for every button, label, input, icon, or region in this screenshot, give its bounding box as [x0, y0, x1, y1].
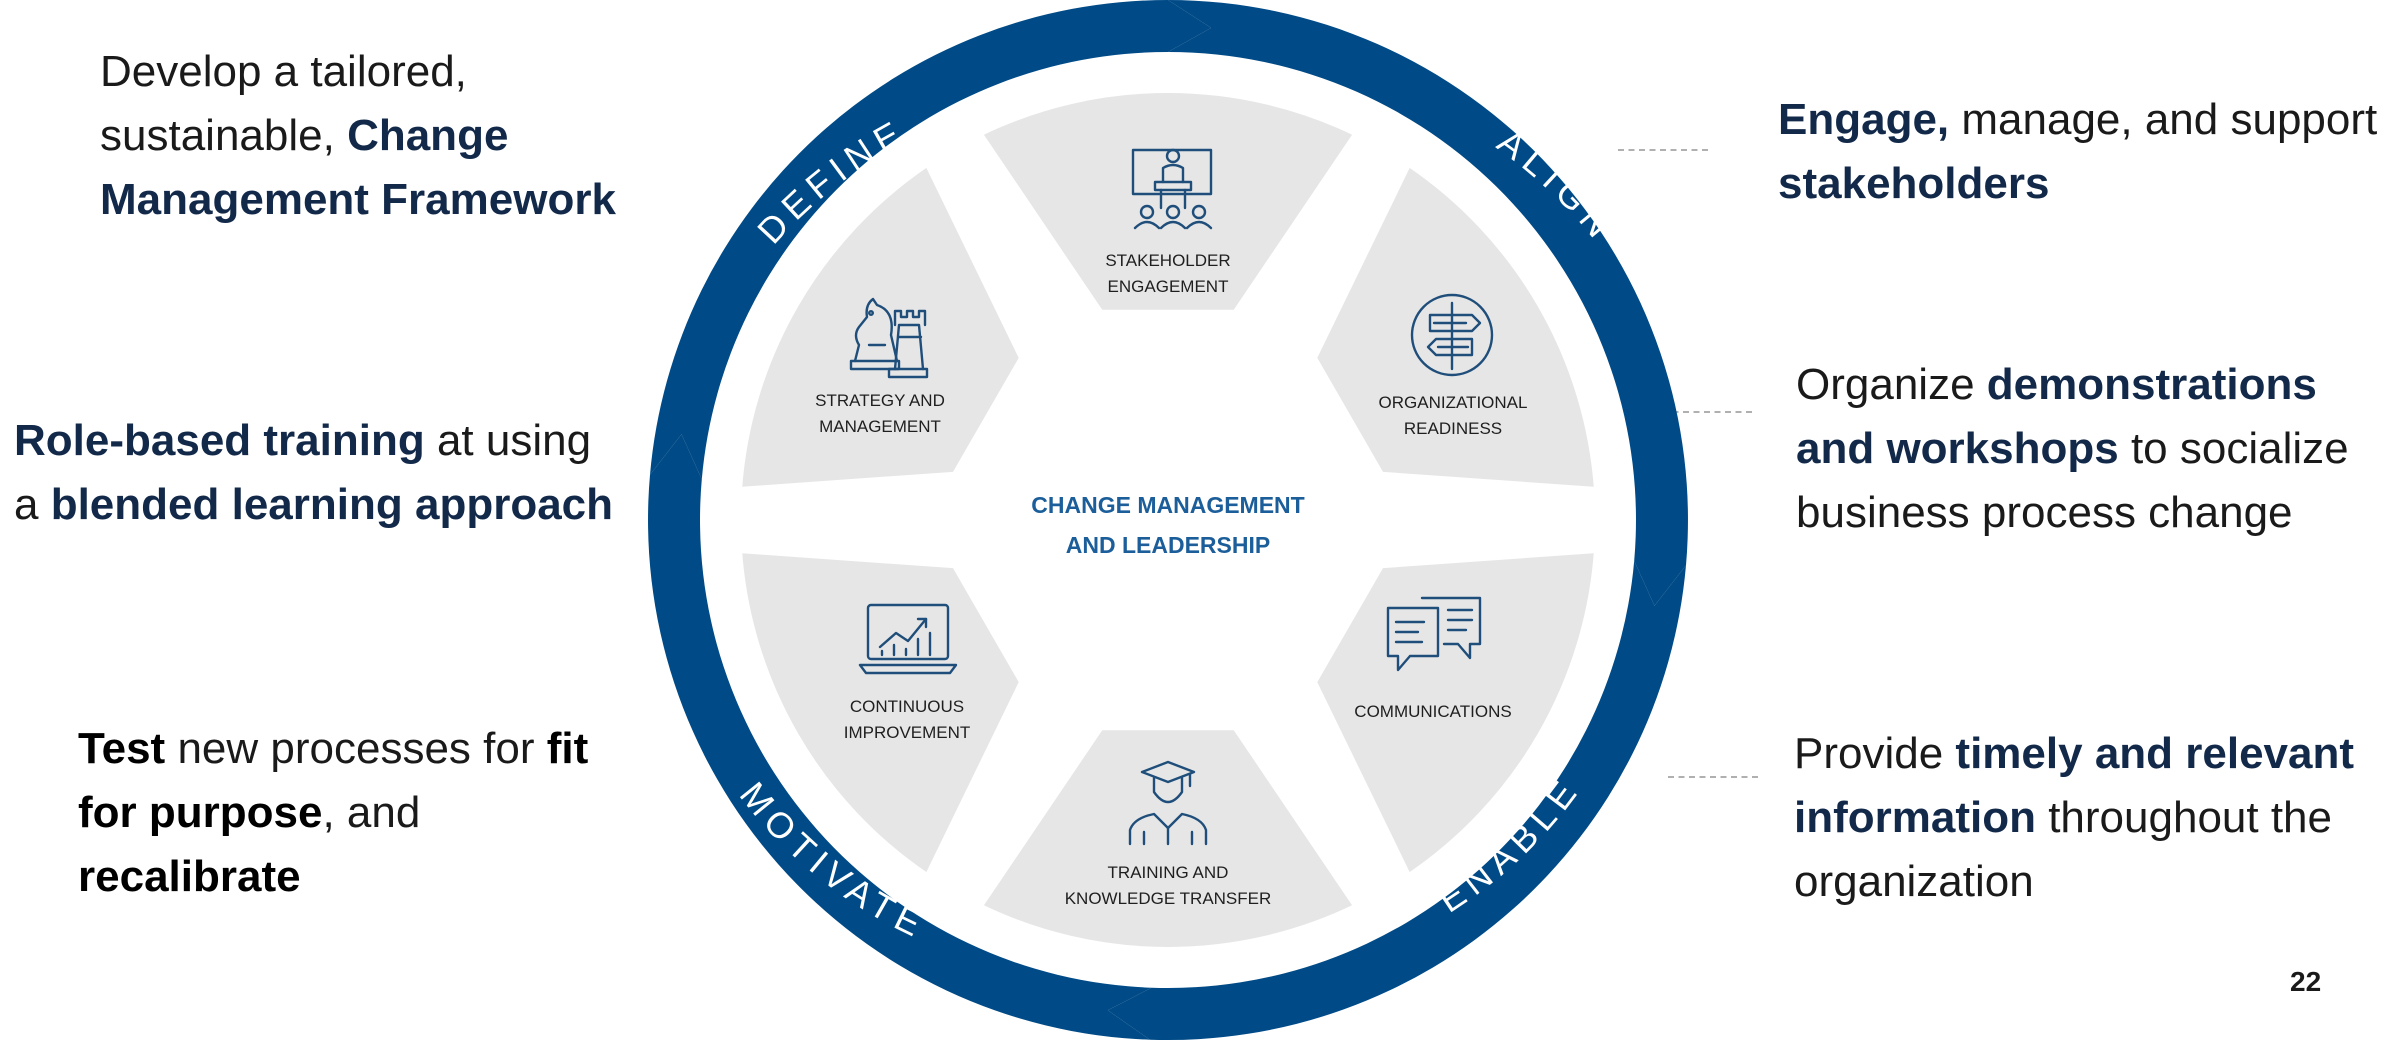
training-note: Role-based training at using a blended l… — [14, 409, 613, 537]
note-keyword: Test — [78, 724, 166, 773]
segment-communications — [1310, 547, 1600, 880]
note-keyword: information — [1794, 793, 2036, 842]
note-text: Develop a tailored, — [100, 47, 467, 96]
segment-label: READINESS — [1404, 419, 1502, 438]
segment-organizational-readiness — [1310, 160, 1600, 493]
segment-label: STAKEHOLDER — [1105, 251, 1230, 270]
ring-arc-define — [650, 0, 1212, 480]
segment-label: STRATEGY AND — [815, 391, 945, 410]
ring-arc-enable — [1107, 560, 1686, 1041]
note-text: a — [14, 480, 51, 529]
presentation-icon — [1131, 148, 1213, 230]
note-text: organization — [1794, 857, 2034, 906]
note-keyword: blended learning approach — [50, 480, 614, 529]
note-text: at using — [424, 416, 592, 465]
engage-note: Engage, manage, and support stakeholders — [1778, 88, 2377, 216]
define-note: Develop a tailored, sustainable, Change … — [100, 40, 616, 232]
center-label-line2: AND LEADERSHIP — [1066, 532, 1270, 558]
segment-label: IMPROVEMENT — [844, 723, 971, 742]
laptop-chart-icon — [858, 603, 958, 675]
segment-label: TRAINING AND — [1108, 863, 1229, 882]
graduate-icon — [1128, 760, 1208, 846]
page-number: 22 — [2290, 966, 2322, 997]
note-keyword: recalibrate — [78, 852, 301, 901]
center-label-line1: CHANGE MANAGEMENT — [1031, 492, 1304, 518]
leader-line — [1668, 776, 1758, 778]
test-note: Test new processes for fit for purpose, … — [78, 717, 588, 909]
segment-stakeholder-engagement — [976, 87, 1360, 316]
chat-bubbles-icon — [1386, 596, 1482, 672]
note-text: new processes for — [165, 724, 547, 773]
leader-line — [1618, 149, 1708, 151]
segment-group — [736, 87, 1600, 953]
leader-line — [1662, 411, 1752, 413]
direction-sign-icon — [1410, 293, 1494, 377]
ring-arc-motivate — [648, 434, 1152, 1040]
note-keyword: demonstrations — [1986, 360, 2317, 409]
ring-arc-align — [1168, 0, 1688, 606]
segment-strategy-management — [736, 160, 1026, 493]
segment-label: COMMUNICATIONS — [1354, 702, 1511, 721]
note-text: Provide — [1794, 729, 1956, 778]
segment-label: ORGANIZATIONAL — [1379, 393, 1528, 412]
note-keyword: stakeholders — [1778, 159, 2050, 208]
note-keyword: timely and relevant — [1955, 729, 2355, 778]
segment-continuous-improvement — [736, 547, 1026, 880]
note-keyword: Management Framework — [100, 175, 616, 224]
segment-label: KNOWLEDGE TRANSFER — [1065, 889, 1272, 908]
note-keyword: and workshops — [1796, 424, 2119, 473]
segment-label: ENGAGEMENT — [1108, 277, 1229, 296]
note-text: throughout the — [2035, 793, 2332, 842]
note-keyword: Role-based training — [14, 416, 425, 465]
note-keyword: for purpose — [78, 788, 323, 837]
segment-label: MANAGEMENT — [819, 417, 941, 436]
phase-ring — [648, 0, 1688, 1041]
note-text: business process change — [1796, 488, 2293, 537]
segment-label: CONTINUOUS — [850, 697, 964, 716]
note-text: manage, and support — [1949, 95, 2378, 144]
note-keyword: Engage, — [1778, 95, 1950, 144]
note-keyword: fit — [546, 724, 589, 773]
change-management-cycle-diagram: CHANGE MANAGEMENT AND LEADERSHIP DEFINE … — [648, 0, 1688, 1041]
note-text: to socialize — [2118, 424, 2349, 473]
chess-icon — [849, 297, 929, 379]
note-text: sustainable, — [100, 111, 348, 160]
provide-note: Provide timely and relevant information … — [1794, 722, 2354, 914]
organize-note: Organize demonstrations and workshops to… — [1796, 353, 2349, 545]
note-text: Organize — [1796, 360, 1987, 409]
note-text: , and — [322, 788, 421, 837]
note-keyword: Change — [347, 111, 509, 160]
